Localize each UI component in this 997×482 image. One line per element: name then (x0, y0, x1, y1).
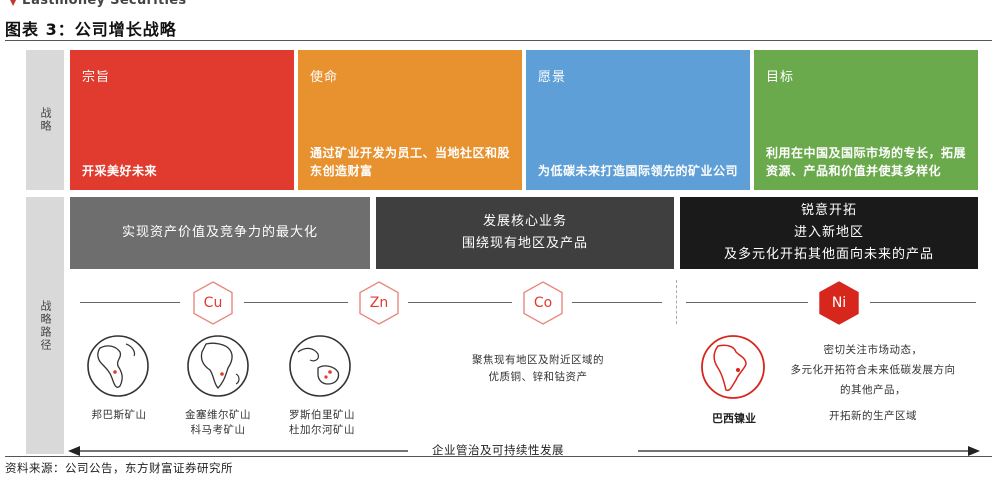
governance-label: 企业管治及可持续性发展 (408, 442, 588, 458)
card-goal-title: 目标 (766, 70, 795, 85)
hexagon-cu (193, 281, 233, 325)
card-vision-title: 愿景 (538, 70, 567, 85)
mine-label-kinsevere: 金塞维尔矿山 科马考矿山 (172, 408, 264, 438)
expansion-note-4: 开拓新的生产区域 (829, 410, 917, 422)
path-maximize-value: 实现资产价值及竞争力的最大化 (70, 197, 370, 269)
globe-australia-icon (289, 335, 351, 397)
figure-title: 图表 3：公司增长战略 (5, 20, 177, 39)
focus-note-line2: 优质铜、锌和钴资产 (488, 371, 588, 383)
title-divider (5, 40, 992, 41)
timeline-segment (244, 302, 348, 303)
focus-note-line1: 聚焦现有地区及附近区域的 (472, 354, 604, 366)
side-label-strategy-text: 战略 (39, 107, 52, 133)
focus-note: 聚焦现有地区及附近区域的 优质铜、锌和钴资产 (446, 352, 630, 386)
mine-label-3-line2: 杜加尔河矿山 (289, 424, 355, 436)
brand-name: Eastmoney Securities (22, 0, 187, 8)
card-purpose-title: 宗旨 (82, 70, 111, 85)
timeline-segment (870, 302, 976, 303)
card-goal: 目标 利用在中国及国际市场的专长，拓展资源、产品和价值并使其多样化 (754, 50, 978, 190)
card-vision-text: 为低碳未来打造国际领先的矿业公司 (538, 164, 739, 178)
mine-label-1-line1: 邦巴斯矿山 (91, 409, 147, 421)
element-cu-label: Cu (203, 295, 223, 311)
brazil-nickel-label: 巴西镍业 (712, 412, 756, 425)
globe-africa-icon (187, 335, 249, 397)
timeline-segment (80, 302, 180, 303)
card-mission-text: 通过矿业开发为员工、当地社区和股东创造财富 (310, 146, 511, 178)
side-label-strategy: 战略 (26, 50, 64, 190)
path-3-line2: 进入新地区 (793, 225, 864, 240)
governance-double-arrow (68, 446, 980, 456)
mine-label-las-bambas: 邦巴斯矿山 (78, 408, 160, 423)
path-2-line2: 围绕现有地区及产品 (461, 236, 588, 251)
mine-label-2-line1: 金塞维尔矿山 (185, 409, 251, 421)
expansion-note-1: 密切关注市场动态， (823, 344, 923, 356)
element-co-label: Co (533, 295, 553, 311)
card-goal-text: 利用在中国及国际市场的专长，拓展资源、产品和价值并使其多样化 (766, 146, 967, 178)
card-purpose-text: 开采美好未来 (82, 164, 158, 178)
path-1-line1: 实现资产价值及竞争力的最大化 (121, 225, 318, 240)
mine-label-3-line1: 罗斯伯里矿山 (289, 409, 355, 421)
footer-divider (5, 456, 992, 457)
path-3-line1: 锐意开拓 (800, 203, 857, 218)
element-zn-label: Zn (369, 295, 389, 311)
timeline-segment (686, 302, 808, 303)
side-label-path: 战略路径 (26, 197, 64, 454)
section-divider (676, 280, 677, 324)
expansion-note-2: 多元化开拓符合未来低碳发展方向 (790, 364, 956, 376)
path-expansion: 锐意开拓 进入新地区 及多元化开拓其他面向未来的产品 (680, 197, 978, 269)
side-label-path-text: 战略路径 (39, 299, 52, 352)
path-2-line1: 发展核心业务 (482, 214, 567, 229)
globe-south-america-icon (701, 335, 765, 399)
timeline-segment (572, 302, 662, 303)
expansion-note-3: 的其他产品， (840, 384, 906, 396)
expansion-notes: 密切关注市场动态， 多元化开拓符合未来低碳发展方向 的其他产品， 开拓新的生产区… (770, 340, 976, 426)
card-mission-title: 使命 (310, 70, 339, 85)
timeline-segment (408, 302, 512, 303)
mine-label-rosebery: 罗斯伯里矿山 杜加尔河矿山 (276, 408, 368, 438)
hexagon-zn (359, 281, 399, 325)
path-core-business: 发展核心业务 围绕现有地区及产品 (376, 197, 674, 269)
hexagon-co (523, 281, 563, 325)
card-mission: 使命 通过矿业开发为员工、当地社区和股东创造财富 (298, 50, 522, 190)
hexagon-ni (819, 281, 859, 325)
path-3-line3: 及多元化开拓其他面向未来的产品 (723, 247, 934, 262)
element-ni-label: Ni (831, 295, 847, 311)
brand-mark-icon: ▼ (10, 0, 17, 7)
card-vision: 愿景 为低碳未来打造国际领先的矿业公司 (526, 50, 750, 190)
source-note: 资料来源：公司公告，东方财富证券研究所 (5, 461, 233, 475)
globe-americas-icon (87, 335, 149, 397)
mine-label-2-line2: 科马考矿山 (190, 424, 246, 436)
card-purpose: 宗旨 开采美好未来 (70, 50, 294, 190)
